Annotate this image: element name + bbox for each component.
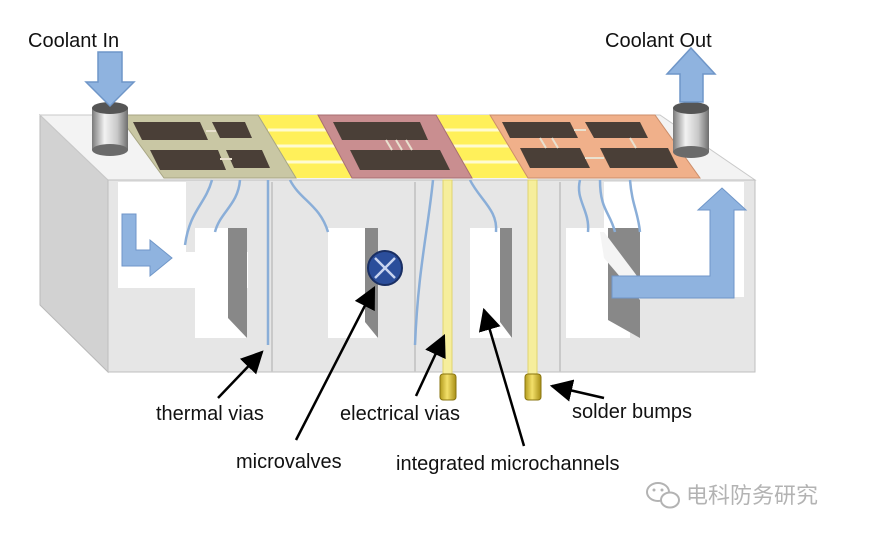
- chip-stack: [117, 114, 701, 179]
- label-microvalves: microvalves: [236, 451, 342, 473]
- watermark-text: 电科防务研究: [686, 484, 818, 509]
- solder-bumps: [439, 373, 542, 401]
- thermal-vias: [183, 179, 642, 346]
- label-coolant-out: Coolant Out: [605, 30, 712, 52]
- chip-traces: [133, 122, 678, 170]
- label-solder-bumps: solder bumps: [572, 401, 692, 423]
- label-coolant-in: Coolant In: [28, 30, 119, 52]
- inlet-flow-arrow: [121, 213, 173, 278]
- outlet-flow-arrow: [611, 187, 748, 299]
- wechat-icon: [646, 482, 680, 509]
- watermark: 电科防务研究: [646, 482, 818, 509]
- coolant-out-pipe: [673, 102, 709, 158]
- microvalve-icon: [367, 250, 403, 286]
- label-thermal-vias: thermal vias: [156, 403, 264, 425]
- label-electrical-vias: electrical vias: [340, 403, 460, 425]
- coolant-in-pipe: [92, 102, 128, 156]
- coolant-out-arrow-icon: [665, 46, 717, 103]
- coolant-in-arrow-icon: [84, 51, 136, 108]
- label-integrated-microchannels: integrated microchannels: [396, 453, 619, 475]
- callout-arrows: [217, 285, 605, 447]
